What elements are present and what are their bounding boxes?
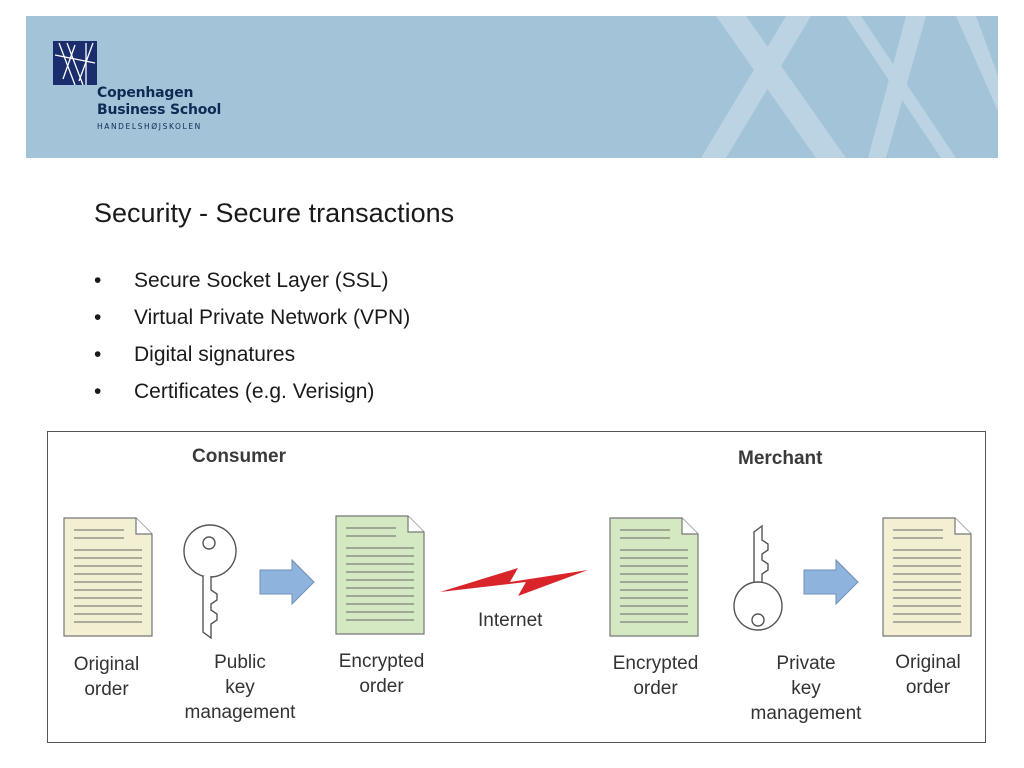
key-icon <box>183 524 237 640</box>
bullet-item: • Digital signatures <box>94 336 410 373</box>
arrow-icon <box>259 558 315 606</box>
step-label: Encrypted order <box>612 653 699 699</box>
document-icon <box>63 517 153 637</box>
step-label: Encrypted order <box>338 651 425 697</box>
internet-label: Internet <box>478 610 543 631</box>
step-label: Public key management <box>184 652 296 723</box>
step-label: Private key management <box>750 653 862 724</box>
banner-decoration <box>701 16 998 158</box>
bullet-list: • Secure Socket Layer (SSL) • Virtual Priv… <box>94 262 410 410</box>
bullet-item: • Secure Socket Layer (SSL) <box>94 262 410 299</box>
logo-line-1: Copenhagen <box>97 85 194 101</box>
bullet-text: Secure Socket Layer (SSL) <box>134 269 389 292</box>
step-label: Original order <box>895 652 961 698</box>
cbs-logo-text: Copenhagen Business School HANDELSHØJSKO… <box>97 85 221 131</box>
encrypted-document-icon <box>335 515 425 635</box>
bullet-dot: • <box>94 269 102 292</box>
lightning-icon <box>440 568 588 596</box>
diagram-graphics <box>63 515 972 640</box>
cbs-logo-mark <box>53 41 97 85</box>
slide-title: Security - Secure transactions <box>94 198 455 228</box>
bullet-text: Certificates (e.g. Verisign) <box>134 380 375 403</box>
transaction-diagram: Consumer Merchant Internet Original orde… <box>47 431 986 743</box>
step-label: Original order <box>73 654 140 700</box>
bullet-item: • Certificates (e.g. Verisign) <box>94 373 410 410</box>
bullet-dot: • <box>94 380 102 403</box>
logo-line-2: Business School <box>97 102 222 118</box>
bullet-dot: • <box>94 343 102 366</box>
document-icon <box>882 517 972 637</box>
bullet-text: Digital signatures <box>134 343 296 366</box>
arrow-icon <box>803 558 859 606</box>
bullet-text: Virtual Private Network (VPN) <box>134 306 411 329</box>
bullet-item: • Virtual Private Network (VPN) <box>94 299 410 336</box>
encrypted-document-icon <box>609 517 699 637</box>
merchant-heading: Merchant <box>738 448 823 469</box>
consumer-heading: Consumer <box>192 446 286 467</box>
header-banner: Copenhagen Business School HANDELSHØJSKO… <box>26 16 998 158</box>
logo-line-3: HANDELSHØJSKOLEN <box>97 122 202 131</box>
bullet-dot: • <box>94 306 102 329</box>
key-icon <box>733 524 783 631</box>
